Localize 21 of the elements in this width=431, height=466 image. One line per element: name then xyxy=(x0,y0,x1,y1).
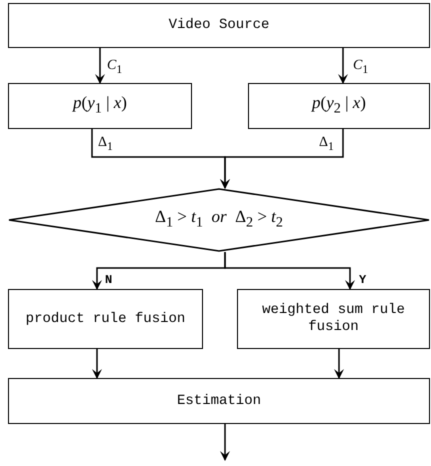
arrow xyxy=(220,129,344,189)
process-box xyxy=(248,83,430,129)
arrow xyxy=(334,349,344,379)
arrow xyxy=(338,48,348,84)
arrow xyxy=(220,424,230,461)
arrow xyxy=(95,48,105,84)
arrow xyxy=(224,252,355,290)
box-label: p(y$_{2}$ | x) xyxy=(312,94,366,118)
box-label: Video Source xyxy=(168,17,270,34)
condition-text: Δ$_{1}$ > t$_{1}$ or Δ$_{2}$ > t$_{2}$ xyxy=(155,208,283,232)
box-label: p(y$_{1}$ | x) xyxy=(73,94,127,118)
box-label: Estimation xyxy=(176,392,261,410)
box-label: weighted sum rule fusion xyxy=(261,302,406,336)
box-label: product rule fusion xyxy=(26,310,186,328)
process-box xyxy=(8,289,203,349)
process-box xyxy=(237,289,430,349)
process-box xyxy=(8,3,430,48)
process-box xyxy=(8,378,430,424)
decision-diamond xyxy=(8,188,430,252)
process-box xyxy=(8,83,192,129)
arrow xyxy=(92,349,102,379)
